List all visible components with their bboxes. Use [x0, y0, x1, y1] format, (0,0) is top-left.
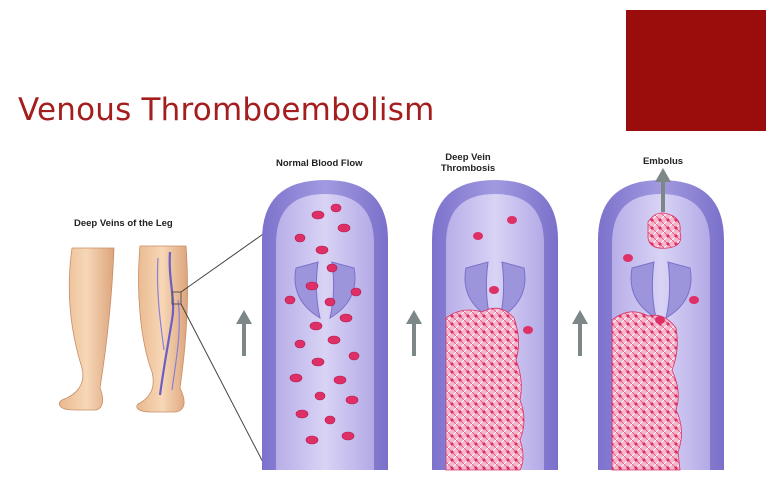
thrombus-residual: [612, 312, 682, 470]
panel-embolus: Embolus: [572, 156, 724, 470]
leg-label: Deep Veins of the Leg: [74, 218, 173, 229]
embolus: [648, 213, 681, 248]
panel-label-line1: Deep Vein: [445, 152, 491, 163]
panel-label-line2: Thrombosis: [441, 163, 495, 174]
panel-label: Normal Blood Flow: [276, 158, 363, 169]
leg-illustration: Deep Veins of the Leg: [59, 218, 266, 468]
up-arrow-icon: [236, 310, 252, 356]
panel-dvt: Deep Vein Thrombosis: [406, 152, 558, 470]
up-arrow-icon: [406, 310, 422, 356]
panel-label: Embolus: [643, 156, 683, 167]
panel-normal-flow: Normal Blood Flow: [236, 158, 388, 470]
up-arrow-icon: [572, 310, 588, 356]
thrombus: [446, 308, 524, 470]
